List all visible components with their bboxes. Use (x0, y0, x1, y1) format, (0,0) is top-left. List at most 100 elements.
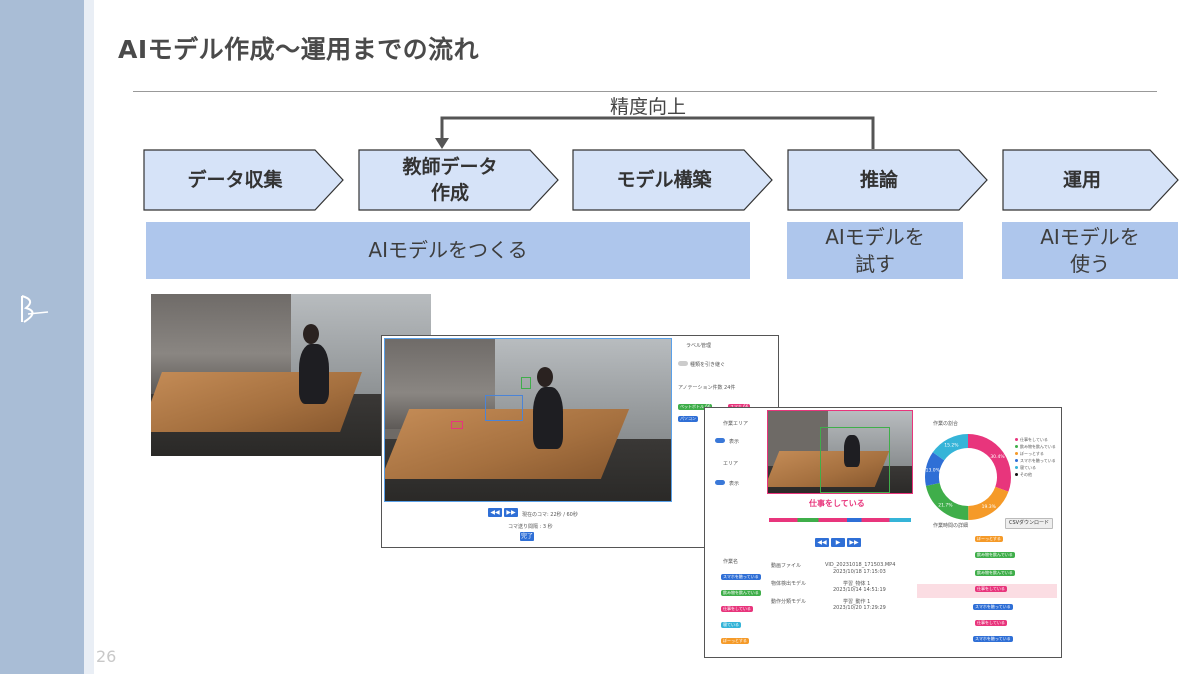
history-chip: スマホを触っている (973, 604, 1013, 610)
work-chip-phone[interactable]: スマホを触っている (721, 574, 761, 580)
legend-dot-icon (1015, 473, 1018, 476)
band-line2: 使う (1070, 251, 1110, 276)
legend-item: 寝ている (1015, 464, 1061, 471)
legend-label: その他 (1020, 472, 1032, 477)
slide-title: AIモデル作成〜運用までの流れ (118, 35, 480, 64)
section-work-name: 作業名 (723, 559, 739, 565)
info-value-video: VID_20231018_171503.MP4 (825, 562, 896, 568)
done-button[interactable]: 完了 (520, 532, 534, 541)
info-sub-video: 2023/10/18 17:15:03 (833, 569, 886, 575)
area-toggle[interactable] (715, 480, 725, 485)
legend-label: 寝ている (1020, 465, 1036, 470)
info-label-detect: 物体検出モデル (771, 581, 807, 587)
step-label: 推論 (859, 169, 898, 191)
bbox-phone (451, 421, 463, 429)
band-line1: AIモデルを (825, 224, 925, 249)
page-number: 26 (96, 647, 117, 666)
chevron-shape (572, 149, 773, 211)
toggle-label: 表示 (729, 481, 740, 487)
timeline-bar (769, 518, 911, 522)
donut-slice (967, 434, 1011, 492)
step-label-line1: 教師データ (402, 156, 498, 178)
person (533, 387, 563, 449)
bbox-laptop (485, 395, 523, 421)
step-text: コマ送り間隔 : 3 秒 (508, 524, 553, 530)
chevron-shape (787, 149, 988, 211)
legend-label: 飲み物を飲んでいる (1020, 444, 1056, 449)
info-sub-detect: 2023/10/14 14:51:19 (833, 587, 886, 593)
play-button[interactable]: ▶ (831, 538, 845, 547)
company-logo-icon (21, 295, 49, 323)
legend-dot-icon (1015, 452, 1018, 455)
legend-item: 飲み物を飲んでいる (1015, 443, 1061, 450)
donut-slice (925, 452, 945, 486)
history-chip: スマホを触っている (973, 636, 1013, 642)
toggle-label: 種類を引き継ぐ (690, 362, 726, 368)
frame-text: 現在のコマ: 22秒 / 60秒 (522, 512, 578, 518)
status-text: 仕事をしている (809, 499, 865, 508)
feedback-label: 精度向上 (610, 96, 687, 118)
donut-slice (925, 482, 969, 520)
info-label-video: 動画ファイル (771, 563, 802, 569)
person-head (303, 324, 319, 344)
legend-dot-icon (1015, 466, 1018, 469)
person-head (537, 367, 553, 387)
annotation-count: アノテーション件数 24件 (678, 385, 736, 391)
inference-video-frame (767, 410, 913, 494)
chart-title: 作業の割合 (933, 421, 959, 427)
inherit-toggle[interactable] (678, 361, 688, 366)
info-value-action: 学習_動作 1 (843, 599, 871, 605)
step-inference: 推論 (787, 149, 989, 211)
info-label-action: 動作分類モデル (771, 599, 807, 605)
bbox-bottle (521, 377, 531, 389)
history-chip: 仕事をしている (975, 586, 1007, 592)
legend-item: スマホを触っている (1015, 457, 1061, 464)
slide-sidebar (0, 0, 84, 674)
band-use-model: AIモデルを 使う (1002, 222, 1178, 279)
step-label: 教師データ 作成 (358, 149, 560, 211)
donut-slice-label: 30.4% (990, 454, 1005, 460)
prev-frame-button[interactable]: ◀◀ (488, 508, 502, 517)
person (844, 435, 860, 467)
donut-slice-label: 13.0% (926, 467, 941, 473)
work-chip-drink[interactable]: 飲み物を飲んでいる (721, 590, 761, 596)
panel-title: ラベル管理 (686, 343, 712, 349)
legend-dot-icon (1015, 438, 1018, 441)
title-divider (133, 91, 1157, 92)
donut-slice (967, 486, 1009, 520)
rewind-button[interactable]: ◀◀ (815, 538, 829, 547)
band-build-model: AIモデルをつくる (146, 222, 750, 279)
work-chip-sleep[interactable]: 寝ている (721, 622, 741, 628)
annotation-video-frame (384, 338, 672, 502)
forward-button[interactable]: ▶▶ (847, 538, 861, 547)
label-chip-pc[interactable]: パソコン (678, 416, 698, 422)
work-chip-work[interactable]: 仕事をしている (721, 606, 753, 612)
history-chip: ぼーっとする (975, 536, 1003, 542)
legend-label: スマホを触っている (1020, 458, 1056, 463)
history-chip: 仕事をしている (975, 620, 1007, 626)
chevron-shape (1002, 149, 1179, 211)
legend-label: 仕事をしている (1020, 437, 1048, 442)
step-operation: 運用 (1002, 149, 1180, 211)
info-sub-action: 2023/10/20 17:29:29 (833, 605, 886, 611)
label-chip-bottle[interactable]: ペットボトル 66 (678, 404, 713, 410)
legend-item: その他 (1015, 471, 1061, 478)
legend-item: ぼーっとする (1015, 450, 1061, 457)
chevron-shape (358, 149, 559, 211)
history-chip: 飲み物を飲んでいる (975, 552, 1015, 558)
section-area: エリア (723, 461, 739, 467)
work-chip-idle[interactable]: ぼーっとする (721, 638, 749, 644)
step-teacher-data: 教師データ 作成 (358, 149, 560, 211)
info-value-detect: 学習_物体 1 (843, 581, 871, 587)
step-label-line2: 作成 (430, 182, 469, 204)
donut-slice-label: 15.2% (944, 443, 959, 449)
work-area-toggle[interactable] (715, 438, 725, 443)
step-model-building: モデル構築 (572, 149, 774, 211)
donut-slice-label: 21.7% (938, 503, 953, 509)
toggle-label: 表示 (729, 439, 740, 445)
csv-download-button[interactable]: CSVダウンロード (1005, 518, 1053, 529)
history-chip: 飲み物を飲んでいる (975, 570, 1015, 576)
section-work-area: 作業エリア (723, 421, 749, 427)
next-frame-button[interactable]: ▶▶ (504, 508, 518, 517)
sidebar-edge (84, 0, 94, 674)
